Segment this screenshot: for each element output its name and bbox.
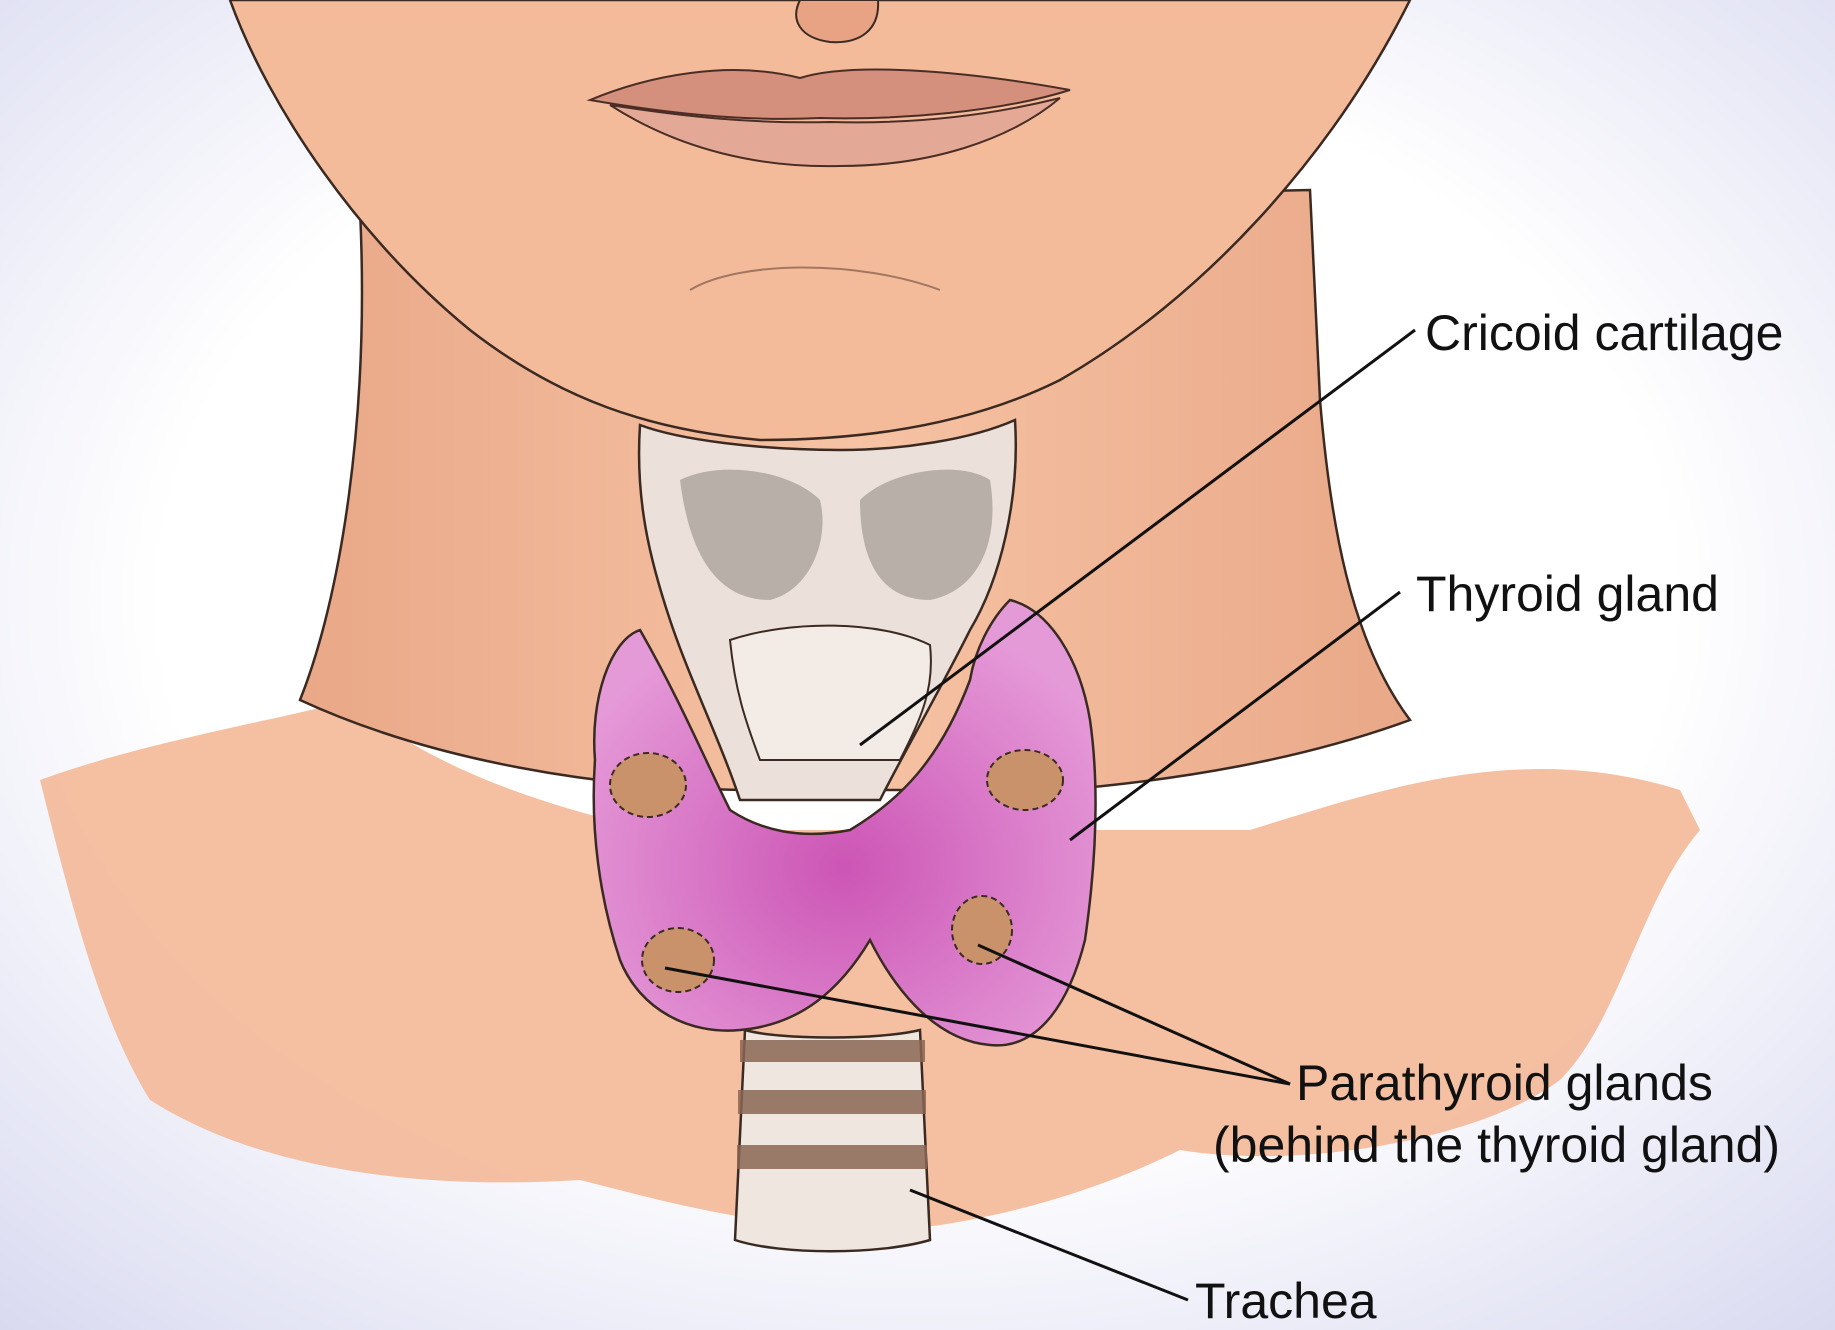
trachea-ring-1 <box>740 1040 925 1062</box>
label-parathyroid-glands: Parathyroid glands <box>1296 1054 1713 1112</box>
parathyroid-lower-left <box>642 928 714 992</box>
trachea <box>735 1030 930 1251</box>
label-cricoid-cartilage: Cricoid cartilage <box>1425 304 1783 362</box>
label-thyroid-gland: Thyroid gland <box>1416 565 1719 623</box>
label-parathyroid-note: (behind the thyroid gland) <box>1213 1116 1780 1174</box>
parathyroid-upper-left <box>610 753 686 817</box>
label-trachea: Trachea <box>1195 1272 1377 1330</box>
cricoid-shape <box>730 626 931 760</box>
trachea-ring-2 <box>738 1090 926 1114</box>
trachea-ring-3 <box>737 1145 927 1169</box>
parathyroid-upper-right <box>987 750 1063 810</box>
parathyroid-lower-right <box>952 896 1012 964</box>
